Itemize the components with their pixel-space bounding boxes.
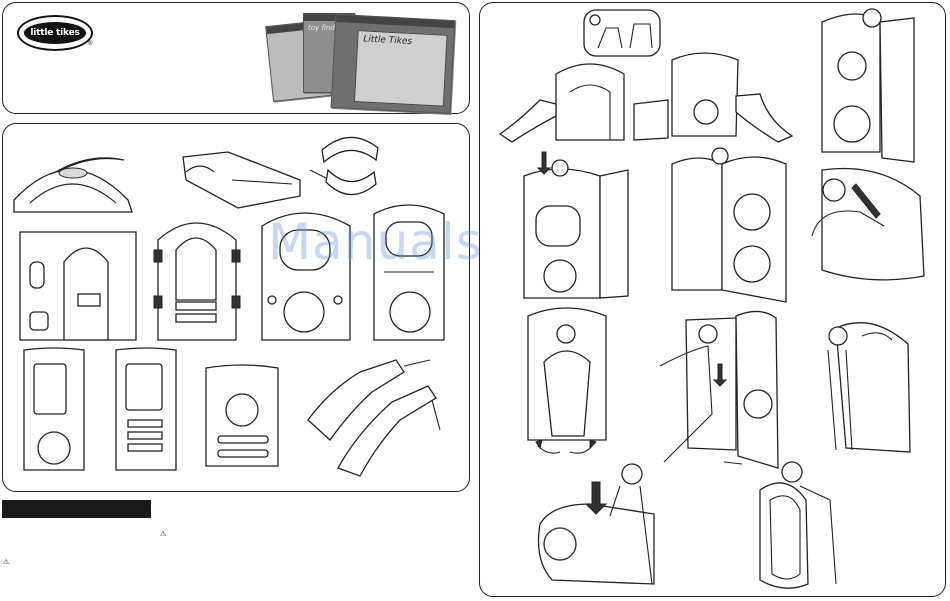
step-10-tunnel-ring bbox=[760, 462, 836, 588]
step-2-assemble-side bbox=[822, 9, 914, 162]
step-9-press-top bbox=[539, 464, 655, 584]
step-1-layout bbox=[500, 53, 792, 142]
finished-playset-thumbnail bbox=[584, 10, 660, 56]
step-3-insert-pin bbox=[524, 152, 628, 298]
step-8-add-roof bbox=[828, 323, 910, 452]
step-7-connect-walls bbox=[660, 311, 778, 468]
step-6-stand-assembly bbox=[528, 308, 606, 453]
step-4-attach-panel bbox=[672, 148, 786, 302]
step-5-inside-tunnel bbox=[812, 168, 924, 279]
